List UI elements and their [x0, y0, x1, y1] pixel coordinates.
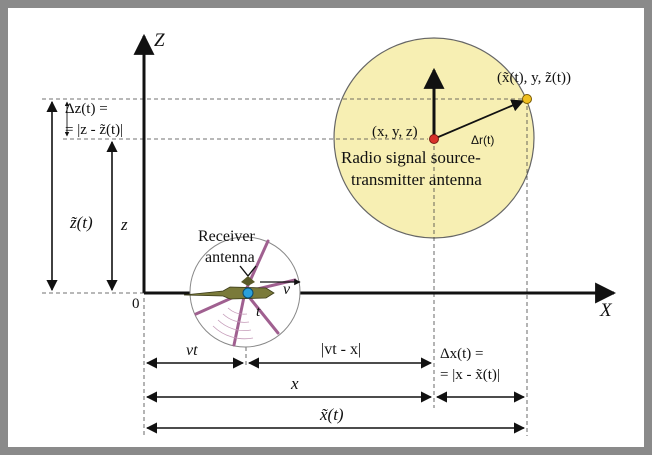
z-label: z	[120, 215, 128, 234]
z-tilde-label: z̃(t)	[69, 213, 93, 232]
source-label-line2: transmitter antenna	[351, 170, 482, 189]
dz-label-line2: = |z - z̃(t)|	[65, 122, 123, 138]
source-label-line1: Radio signal source-	[341, 148, 481, 167]
vt-minus-x-label: |vt - x|	[321, 341, 361, 358]
dx-label-line1: Δx(t) =	[440, 346, 484, 362]
origin-label: 0	[132, 296, 140, 312]
x-label: x	[290, 374, 299, 393]
receiver-label-line1: Receiver	[198, 228, 256, 245]
x-axis-label: X	[599, 300, 613, 321]
time-label: t	[256, 304, 261, 320]
dx-label-line2: = |x - x̃(t)|	[440, 367, 500, 383]
source-coords-label: (x, y, z)	[372, 124, 418, 140]
z-axis-label: Z	[154, 30, 165, 51]
dr-arrow	[435, 99, 525, 139]
receiver-aircraft	[183, 236, 301, 348]
diagram-svg: Z X 0 Δz(t) = = |z - z̃(t)| z̃(t) z Rece…	[42, 30, 617, 436]
diagram-panel: Z X 0 Δz(t) = = |z - z̃(t)| z̃(t) z Rece…	[8, 8, 644, 447]
sphere-point	[522, 94, 532, 104]
source-point	[429, 134, 439, 144]
dz-label-line1: Δz(t) =	[65, 101, 108, 117]
dr-label: Δr(t)	[471, 133, 494, 147]
point-coords-label: (x̃(t), y, z̃(t))	[497, 70, 571, 86]
receiver-label-line2: antenna	[205, 249, 255, 266]
vt-label: vt	[186, 342, 198, 359]
velocity-label: v	[283, 281, 291, 298]
x-tilde-label: x̃(t)	[319, 405, 344, 424]
